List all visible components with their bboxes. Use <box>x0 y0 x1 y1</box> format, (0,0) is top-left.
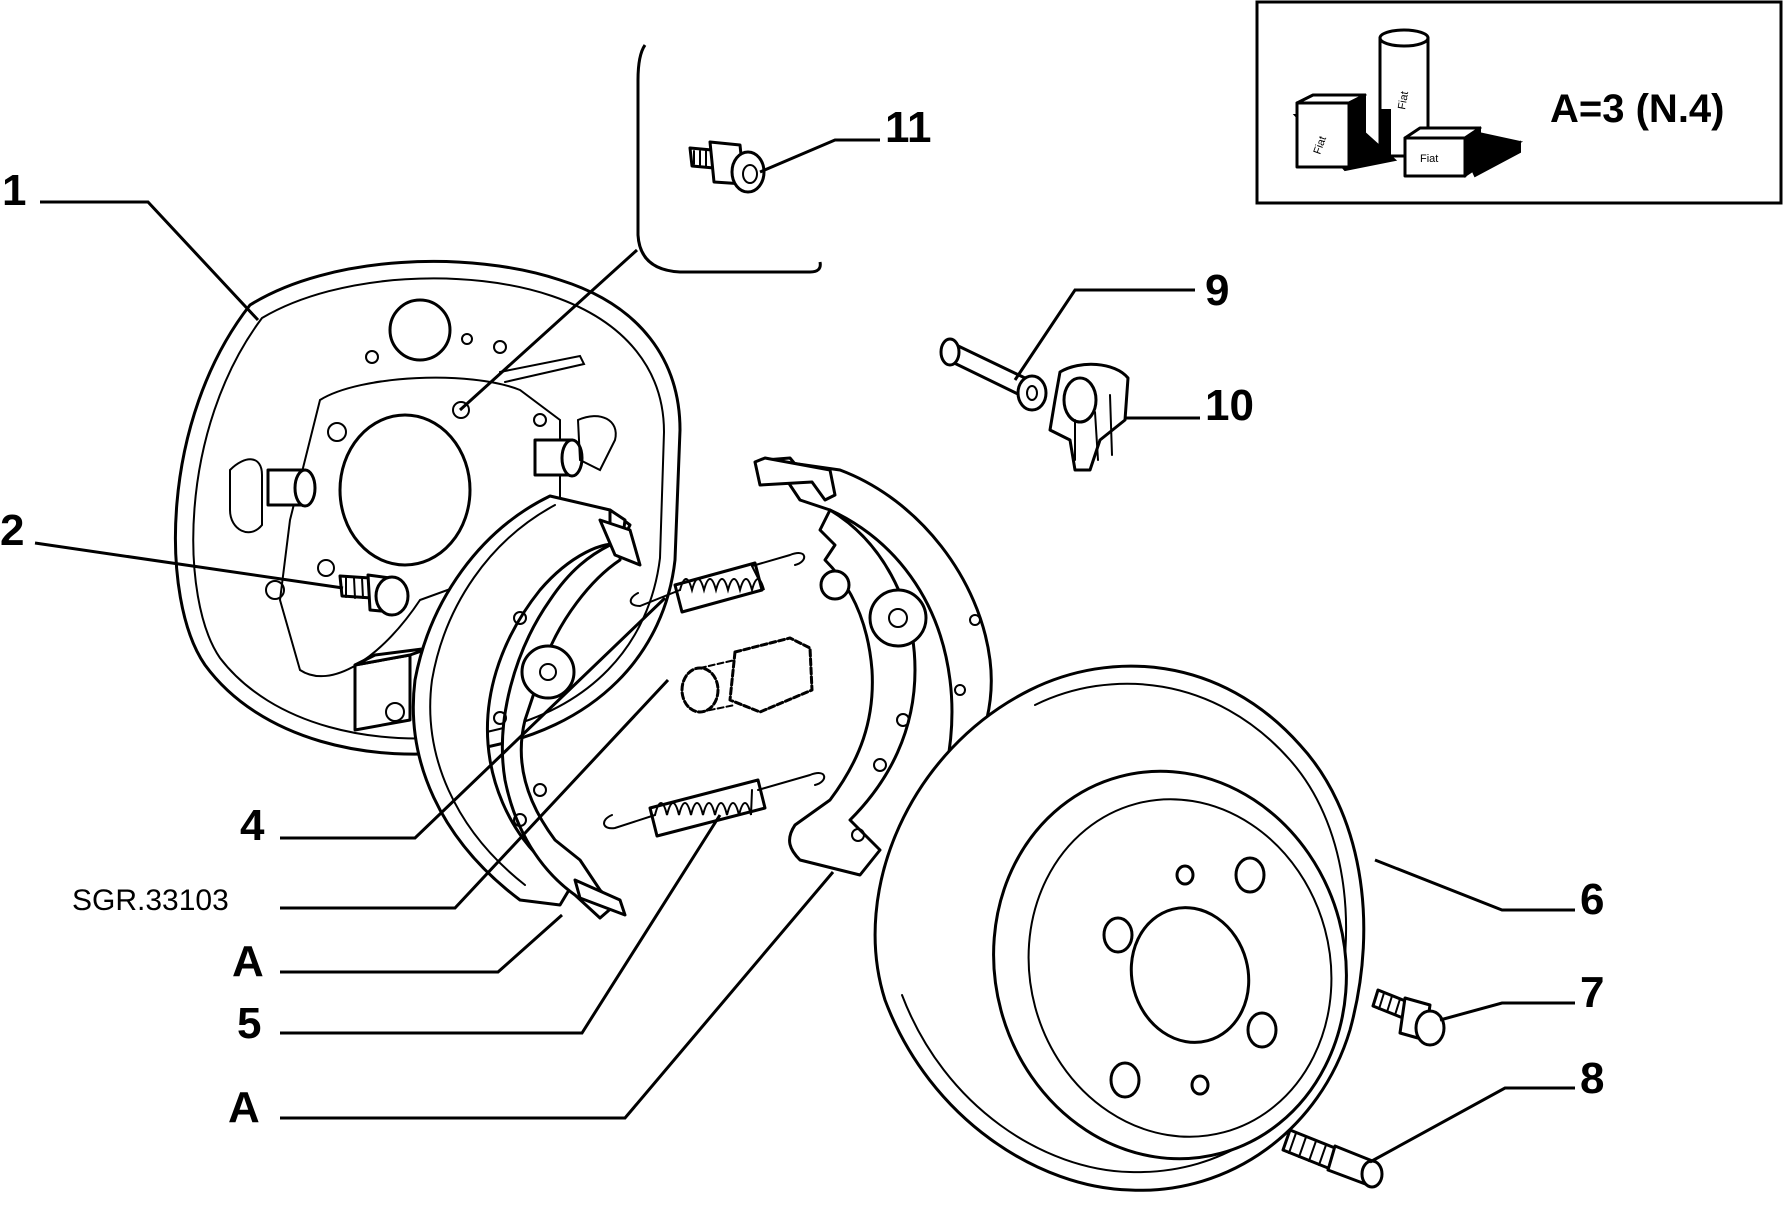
brake-shoe-left <box>411 494 642 920</box>
kit-brand-3: Fiat <box>1420 153 1438 165</box>
brake-shoe-right <box>753 456 993 877</box>
label-part-7: 7 <box>1580 968 1604 1017</box>
leader-lines <box>34 138 1575 1164</box>
spring-upper-4 <box>629 552 806 614</box>
kit-brand-1: Fiat <box>1312 135 1330 156</box>
wheel-cylinder <box>680 636 814 714</box>
drawing-code: SGR.33103 <box>72 884 229 917</box>
pin-9 <box>939 337 1048 412</box>
label-part-9: 9 <box>1205 266 1229 315</box>
label-part-6: 6 <box>1580 875 1604 924</box>
label-part-4: 4 <box>240 801 265 850</box>
kit-brand-2: Fiat <box>1396 90 1411 110</box>
label-part-5: 5 <box>237 999 261 1048</box>
label-part-2: 2 <box>0 506 24 555</box>
callout-labels: 1 2 4 SGR.33103 A 5 A 6 7 8 9 10 11 <box>0 103 1604 1132</box>
label-part-1: 1 <box>2 166 26 215</box>
clip-10 <box>1048 362 1130 472</box>
label-part-a-2: A <box>228 1083 260 1132</box>
kit-note: A=3 (N.4) <box>1550 87 1725 131</box>
label-part-11: 11 <box>885 103 932 152</box>
kit-info-box: Fiat Fiat Fiat A=3 (N.4) <box>1255 0 1783 205</box>
brake-drum <box>873 664 1366 1192</box>
label-part-10: 10 <box>1205 381 1254 430</box>
spring-lower-5 <box>603 772 826 838</box>
bolt-2 <box>338 573 410 617</box>
bolt-7 <box>1371 988 1446 1047</box>
stud-8 <box>1281 1128 1384 1189</box>
label-part-a-1: A <box>232 937 264 986</box>
label-part-8: 8 <box>1580 1054 1604 1103</box>
fiat-kit-icon: Fiat Fiat Fiat <box>1292 28 1524 178</box>
bolt-11 <box>688 140 766 194</box>
detail-bracket <box>636 44 822 274</box>
